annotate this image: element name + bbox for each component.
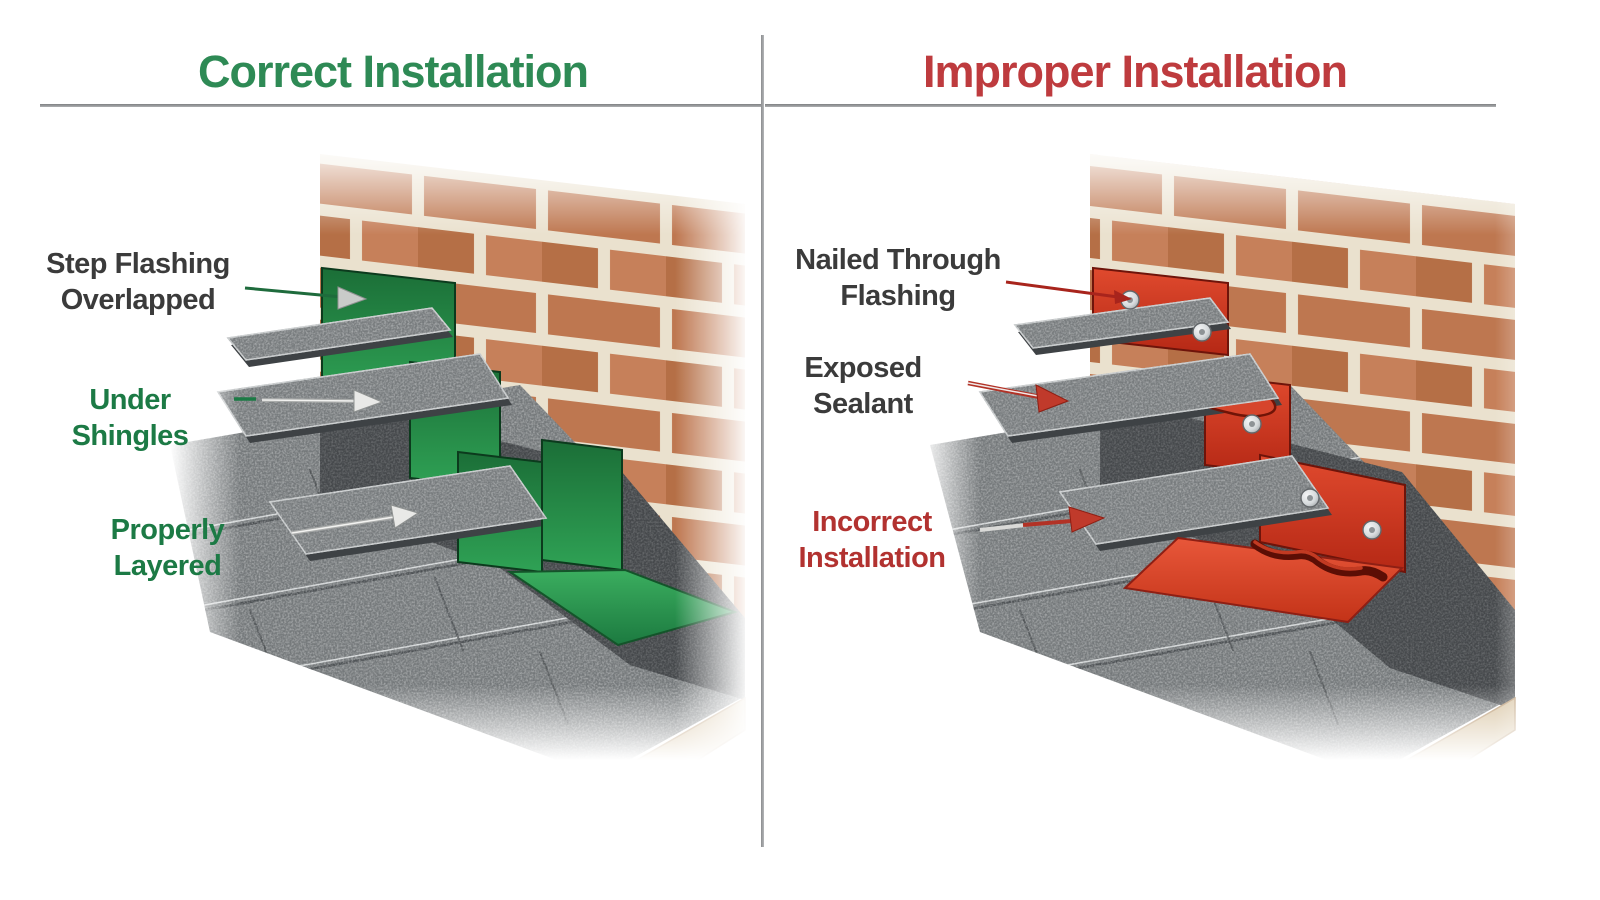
flashing-on-top-of-shingles — [1122, 536, 1405, 624]
incorrect-installation-arrow — [979, 506, 1106, 533]
under-shingles-arrow — [234, 389, 384, 413]
step-flashing-arrow — [244, 286, 368, 310]
improper-installation-title: Improper Installation — [922, 46, 1348, 97]
incorrect-installation-label: Incorrect Installation — [766, 504, 978, 576]
under-shingles-label-line1: Under Shingles — [71, 384, 189, 452]
nailed-through-arrow — [1005, 280, 1132, 304]
title-underline-left — [40, 104, 762, 107]
nailed-through-label-line2: Flashing — [840, 280, 956, 312]
nail-icon — [1362, 520, 1382, 540]
correct-installation-title: Correct Installation — [197, 46, 589, 97]
exposed-sealant-label: Exposed Sealant — [757, 350, 969, 422]
incorrect-installation-label-line1: Incorrect — [812, 506, 932, 538]
properly-layered-arrow — [291, 504, 420, 535]
title-underline-right — [765, 104, 1496, 107]
exposed-sealant-label-line1: Exposed — [804, 352, 922, 384]
nail-icon — [1300, 488, 1320, 508]
exposed-sealant-arrow — [967, 380, 1070, 413]
improper-installation-illustration — [920, 140, 1580, 760]
step-flashing-label-line2: Overlapped — [60, 284, 216, 316]
nail-icon — [1192, 322, 1212, 342]
panel-divider — [761, 35, 764, 847]
exposed-sealant-label-line2: Sealant — [813, 388, 913, 420]
step-flashing-label-line1: Step Flashing — [46, 248, 230, 280]
under-shingles-label: Under Shingles — [30, 382, 230, 454]
step-flashing-label: Step Flashing Overlapped — [32, 246, 244, 318]
sealant-bead — [1250, 539, 1388, 582]
sealant-bead-highlight — [1253, 540, 1363, 571]
properly-layered-label-line1: Properly Layered — [110, 514, 225, 582]
correct-installation-illustration — [170, 140, 750, 760]
incorrect-installation-label-line2: Installation — [798, 542, 946, 574]
nailed-through-label-line1: Nailed Through — [795, 244, 1001, 276]
nailed-through-label: Nailed Through Flashing — [792, 242, 1004, 314]
properly-layered-label: Properly Layered — [55, 512, 280, 584]
nail-icon — [1242, 414, 1262, 434]
